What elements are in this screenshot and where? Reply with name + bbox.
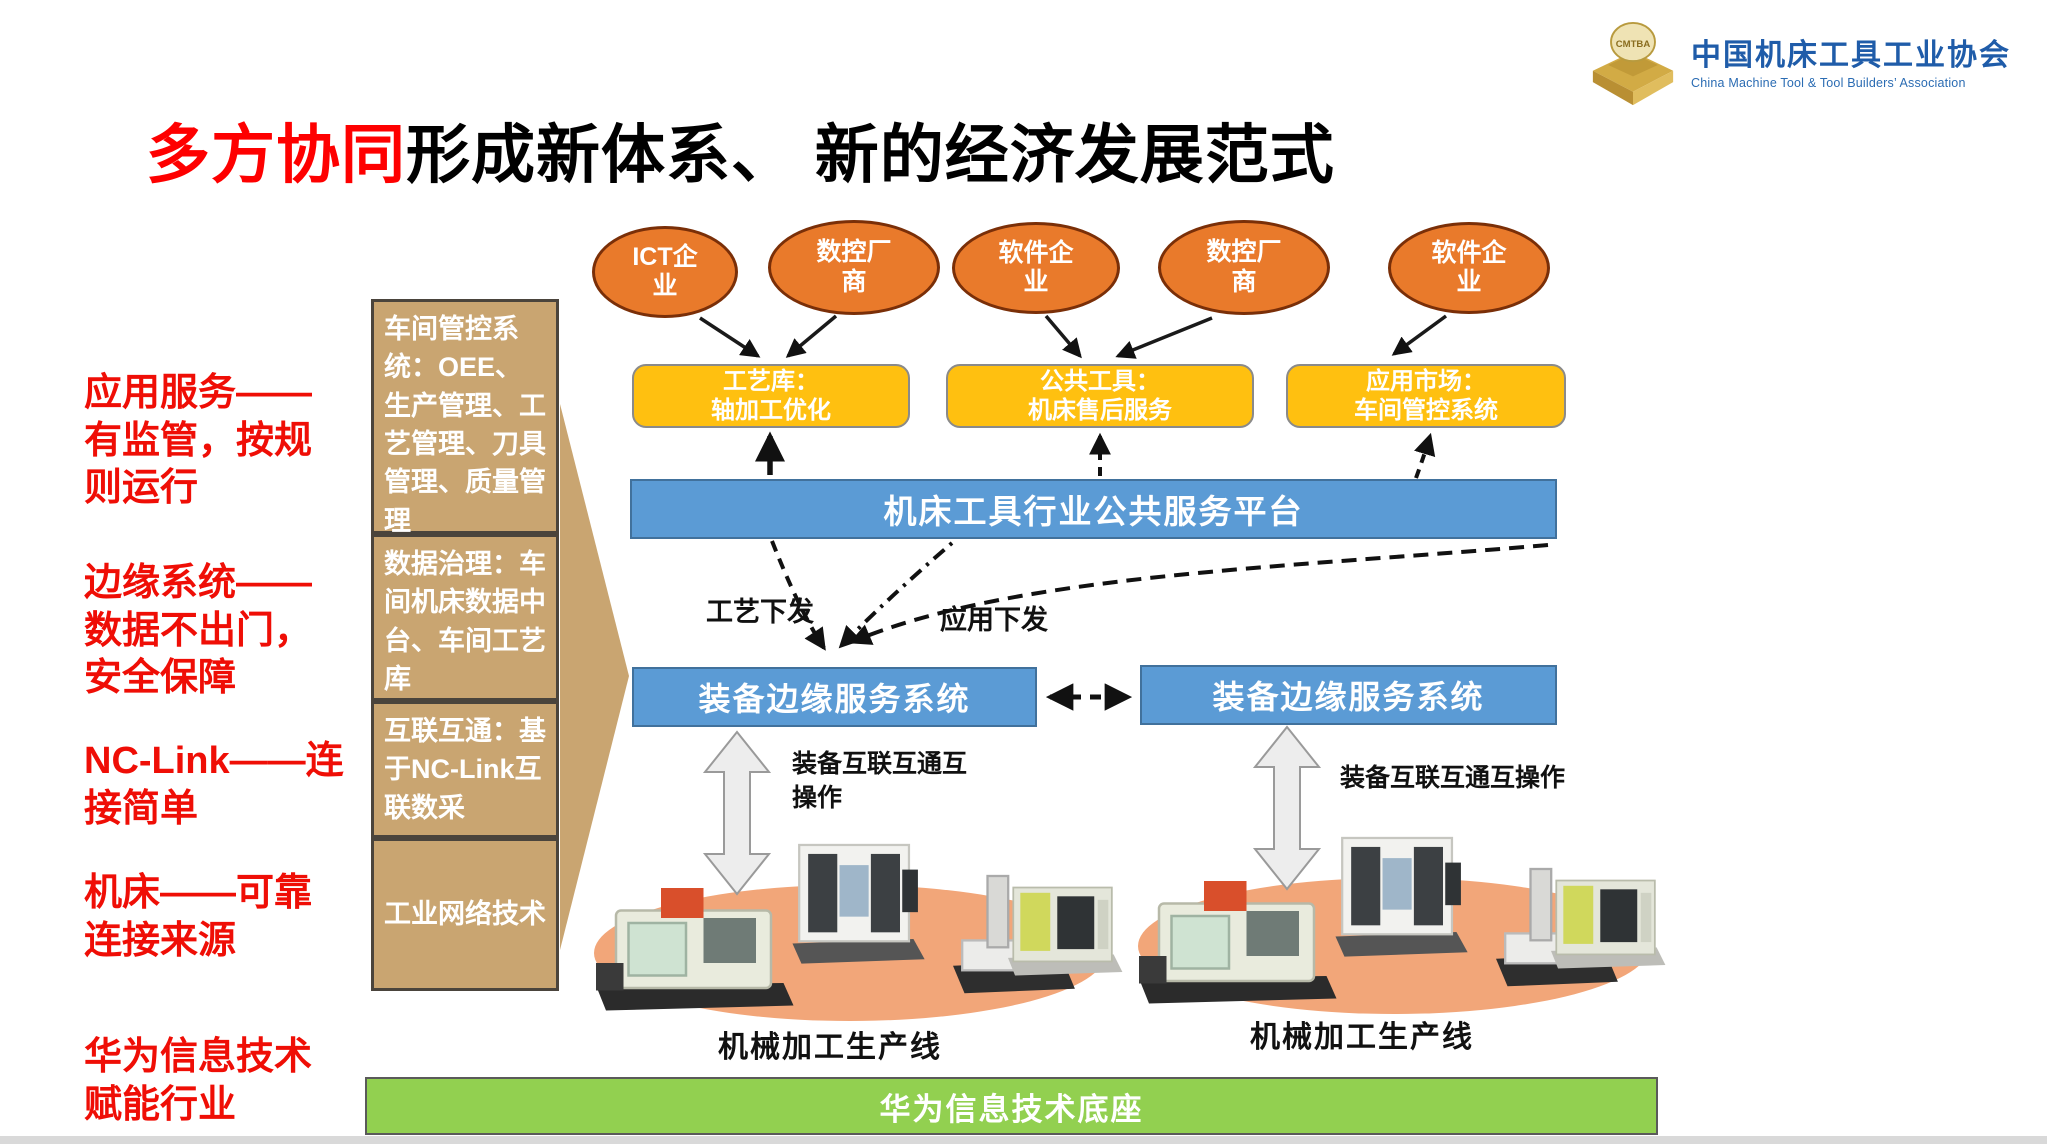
service-box-line1: 公共工具： — [1040, 367, 1160, 395]
note-edge-system: 边缘系统——数据不出门，安全保障 — [84, 562, 313, 699]
stack-item-industrial-network: 工业网络技术 — [371, 838, 559, 991]
label-production-line-left: 机械加工生产线 — [718, 1031, 942, 1064]
note-nc-link: NC-Link——连接简单 — [84, 740, 344, 830]
supplier-oval-software-1: 软件企业 — [952, 222, 1120, 314]
bottom-edge-strip — [0, 1136, 2047, 1144]
label-interop-right: 装备互联互通互操作 — [1340, 764, 1566, 792]
note-application-service: 应用服务——有监管，按规则运行 — [84, 372, 313, 509]
page-title: 多方协同形成新体系、 新的经济发展范式 — [146, 104, 1706, 196]
edge-service-system-left: 装备边缘服务系统 — [632, 667, 1037, 727]
title-rest: 形成新体系、 新的经济发展范式 — [406, 119, 1335, 191]
supplier-oval-software-2: 软件企业 — [1388, 222, 1550, 314]
label-interop-left: 装备互联互通互操作 — [792, 750, 968, 812]
note-huawei: 华为信息技术赋能行业 — [84, 1036, 313, 1126]
stack-item-data-governance: 数据治理：车间机床数据中台、车间工艺库 — [371, 534, 559, 701]
service-box-public-tools: 公共工具： 机床售后服务 — [946, 364, 1254, 428]
association-logo: CMTBA 中国机床工具工业协会 China Machine Tool & To… — [1585, 16, 2045, 112]
supplier-oval-ict: ICT企业 — [592, 226, 738, 318]
supplier-service-arrows — [699, 314, 1448, 359]
cmtba-logo-icon: CMTBA — [1592, 21, 1674, 106]
public-service-platform-bar: 机床工具行业公共服务平台 — [630, 479, 1557, 539]
service-box-line2: 机床售后服务 — [1028, 397, 1172, 424]
edge-service-system-right: 装备边缘服务系统 — [1140, 665, 1557, 725]
label-process-dispatch: 工艺下发 — [706, 597, 814, 627]
service-box-line1: 工艺库： — [723, 367, 819, 395]
stack-item-workshop-control: 车间管控系统：OEE、生产管理、工艺管理、刀具管理、质量管理 — [371, 299, 559, 536]
dispatch-arrows — [770, 540, 1549, 651]
stack-item-label: 工业网络技术 — [384, 899, 546, 930]
service-box-process-library: 工艺库： 轴加工优化 — [632, 364, 910, 428]
service-box-line2: 车间管控系统 — [1354, 397, 1498, 424]
label-app-dispatch: 应用下发 — [940, 605, 1048, 635]
org-name-cn: 中国机床工具工业协会 — [1691, 38, 2011, 72]
service-box-app-market: 应用市场： 车间管控系统 — [1286, 364, 1566, 428]
service-box-line2: 轴加工优化 — [711, 397, 831, 424]
service-box-line1: 应用市场： — [1366, 367, 1486, 395]
interop-double-arrow-right — [1252, 725, 1322, 891]
huawei-foundation-bar: 华为信息技术底座 — [365, 1077, 1658, 1135]
org-name-en: China Machine Tool & Tool Builders’ Asso… — [1691, 75, 1966, 90]
logo-badge-text: CMTBA — [1616, 39, 1651, 50]
title-highlight: 多方协同 — [146, 119, 406, 191]
interop-double-arrow-left — [702, 730, 772, 896]
supplier-oval-cnc-vendor-1: 数控厂商 — [768, 220, 940, 315]
label-production-line-right: 机械加工生产线 — [1250, 1021, 1474, 1054]
note-machine-tool: 机床——可靠连接来源 — [84, 872, 313, 962]
platform-service-arrows — [754, 431, 1436, 479]
supplier-oval-cnc-vendor-2: 数控厂商 — [1158, 220, 1330, 315]
stack-item-interconnection: 互联互通：基于NC-Link互联数采 — [371, 701, 559, 838]
stack-funnel-shape — [560, 404, 629, 950]
